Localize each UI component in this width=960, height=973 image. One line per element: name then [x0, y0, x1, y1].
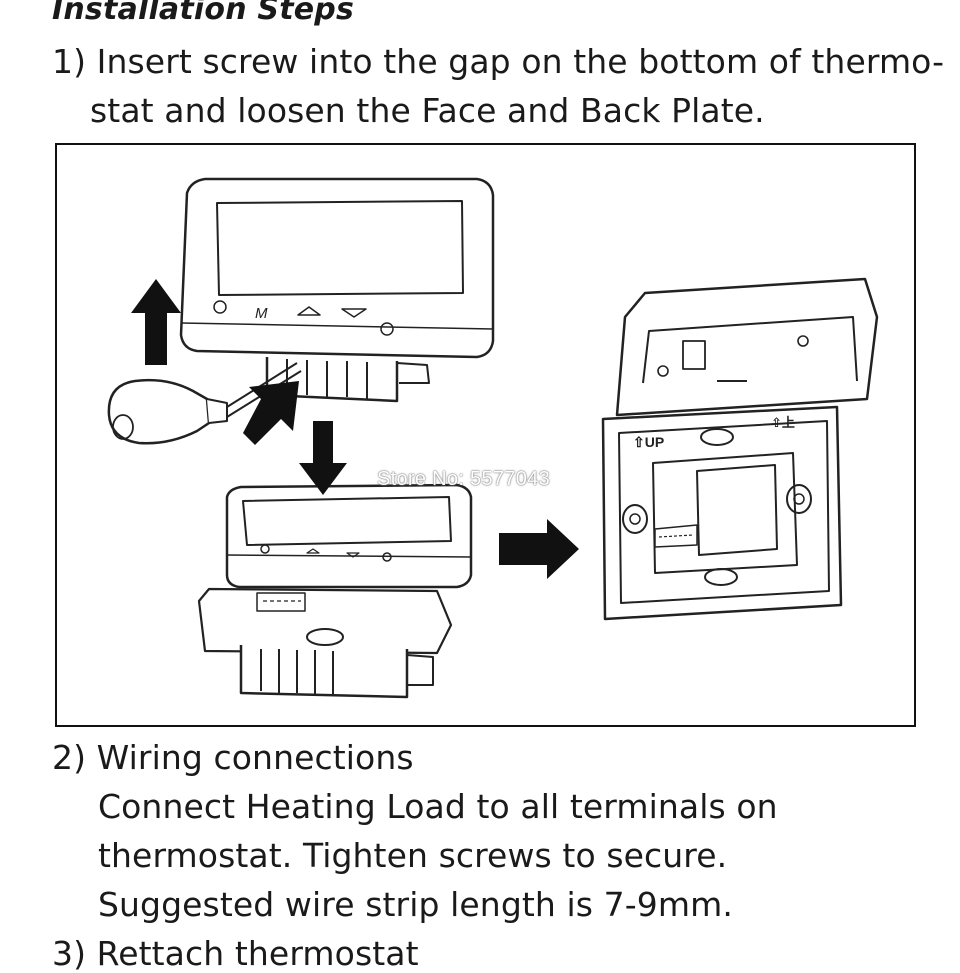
button-m-label: M [255, 305, 268, 322]
installation-illustration: M [107, 177, 879, 699]
step2-title: 2) Wiring connections [52, 738, 414, 777]
thermostat-face-top [179, 177, 495, 403]
arrow-up-icon [131, 279, 181, 365]
arrow-right-icon [499, 519, 579, 579]
back-plate-open [601, 277, 879, 621]
step2-line3: Suggested wire strip length is 7-9mm. [98, 885, 733, 924]
step2-line1: Connect Heating Load to all terminals on [98, 787, 778, 826]
section-heading: Installation Steps [52, 0, 355, 27]
arrow-push-icon [243, 381, 299, 445]
installation-figure: M [55, 143, 916, 727]
store-watermark: Store No: 5577043 [377, 468, 551, 490]
screwdriver-icon [107, 362, 302, 445]
step1-line1: 1) Insert screw into the gap on the bott… [52, 42, 945, 81]
step1-line2: stat and loosen the Face and Back Plate. [90, 91, 765, 130]
arrow-down-icon [299, 421, 347, 495]
step2-line2: thermostat. Tighten screws to secure. [98, 836, 728, 875]
step3-title: 3) Rettach thermostat [52, 934, 419, 973]
up-label: ⇧UP [633, 434, 664, 450]
thermostat-face-bottom [197, 483, 473, 699]
up-label-cn: ⇧上 [771, 416, 795, 431]
